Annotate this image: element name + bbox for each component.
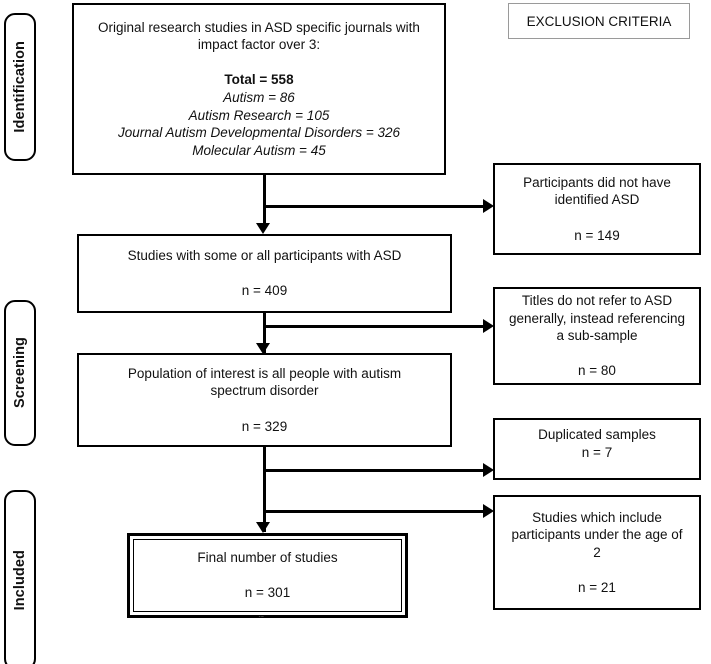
stage-label-identification-text: Identification <box>11 41 28 133</box>
exclusion-line: participants under the age of <box>511 527 683 543</box>
exclusion-line: Participants did not have <box>523 174 671 190</box>
exclusion-box-duplicated-samples: Duplicated samples n = 7 <box>493 418 701 480</box>
flow-line-spacer <box>84 54 434 72</box>
exclusion-line-count: n = 149 <box>574 227 620 243</box>
arrowhead-to-exclusion-4 <box>483 504 494 518</box>
connector-box3-to-final <box>263 447 266 532</box>
exclusion-criteria-header-text: EXCLUSION CRITERIA <box>526 13 672 29</box>
exclusion-line: a sub-sample <box>556 328 638 344</box>
flow-line-journal-molecular-autism: Molecular Autism = 45 <box>192 142 326 158</box>
exclusion-line-count: n = 21 <box>578 579 616 595</box>
stage-label-included: Included <box>4 490 36 664</box>
flow-box-final-number-of-studies: Final number of studies n = 301 <box>127 533 408 618</box>
exclusion-line: 2 <box>593 544 601 560</box>
exclusion-line: generally, instead referencing <box>508 310 686 326</box>
arrowhead-to-exclusion-1 <box>483 199 494 213</box>
flow-line: Final number of studies <box>197 550 338 566</box>
connector-branch-to-exclusion-2 <box>264 325 486 328</box>
exclusion-box-titles-sub-sample: Titles do not refer to ASD generally, in… <box>493 287 701 385</box>
exclusion-line-spacer <box>503 561 691 579</box>
exclusion-line-count: n = 7 <box>581 444 613 460</box>
arrowhead-to-exclusion-2 <box>483 319 494 333</box>
clipped-text-artifact: n <box>258 611 272 617</box>
flow-line-spacer <box>89 400 440 418</box>
exclusion-box-no-identified-asd: Participants did not have identified ASD… <box>493 163 701 255</box>
flow-line-spacer <box>89 265 440 283</box>
exclusion-criteria-header: EXCLUSION CRITERIA <box>508 3 690 39</box>
stage-label-screening: Screening <box>4 300 36 446</box>
arrowhead-to-box2 <box>256 223 270 234</box>
flow-line-journal-autism: Autism = 86 <box>223 90 295 105</box>
flow-line: Studies with some or all participants wi… <box>127 248 402 264</box>
stage-label-included-text: Included <box>11 549 28 611</box>
exclusion-line: identified ASD <box>554 192 640 208</box>
exclusion-line-count: n = 80 <box>578 363 616 379</box>
exclusion-line-spacer <box>503 345 691 363</box>
clipped-text-artifact-text: n <box>258 611 265 617</box>
flow-box-population-of-interest: Population of interest is all people wit… <box>77 353 452 447</box>
flow-line-spacer <box>134 567 401 585</box>
flow-line-count: n = 329 <box>241 418 288 434</box>
exclusion-line: Titles do not refer to ASD <box>521 293 673 309</box>
exclusion-box-participants-under-age-2: Studies which include participants under… <box>493 495 701 610</box>
exclusion-line: Duplicated samples <box>538 427 656 442</box>
flow-line: Population of interest is all people wit… <box>127 365 402 381</box>
exclusion-line-spacer <box>505 209 689 227</box>
arrowhead-to-box3 <box>256 343 270 354</box>
flow-line-journal-jadd: Journal Autism Developmental Disorders =… <box>117 125 400 141</box>
flow-line: impact factor over 3: <box>197 37 321 53</box>
arrowhead-to-exclusion-3 <box>483 463 494 477</box>
flow-line-count: n = 301 <box>244 585 291 601</box>
stage-label-identification: Identification <box>4 13 36 161</box>
flow-box-records-identified: Original research studies in ASD specifi… <box>72 3 446 175</box>
flow-line-count: n = 409 <box>241 283 288 299</box>
flow-line: spectrum disorder <box>210 383 319 399</box>
flow-line: Original research studies in ASD specifi… <box>98 19 420 35</box>
connector-box1-to-box2 <box>263 173 266 225</box>
connector-box2-to-box3 <box>263 312 266 354</box>
stage-label-screening-text: Screening <box>11 337 28 409</box>
flow-line-total: Total = 558 <box>224 72 294 88</box>
connector-branch-to-exclusion-4 <box>264 510 486 513</box>
connector-branch-to-exclusion-3 <box>264 469 486 472</box>
flow-box-studies-with-asd-participants: Studies with some or all participants wi… <box>77 234 452 313</box>
arrowhead-to-final-box <box>256 522 270 533</box>
connector-branch-to-exclusion-1 <box>264 205 486 208</box>
flow-line-journal-autism-research: Autism Research = 105 <box>188 107 330 123</box>
exclusion-line: Studies which include <box>532 509 662 525</box>
